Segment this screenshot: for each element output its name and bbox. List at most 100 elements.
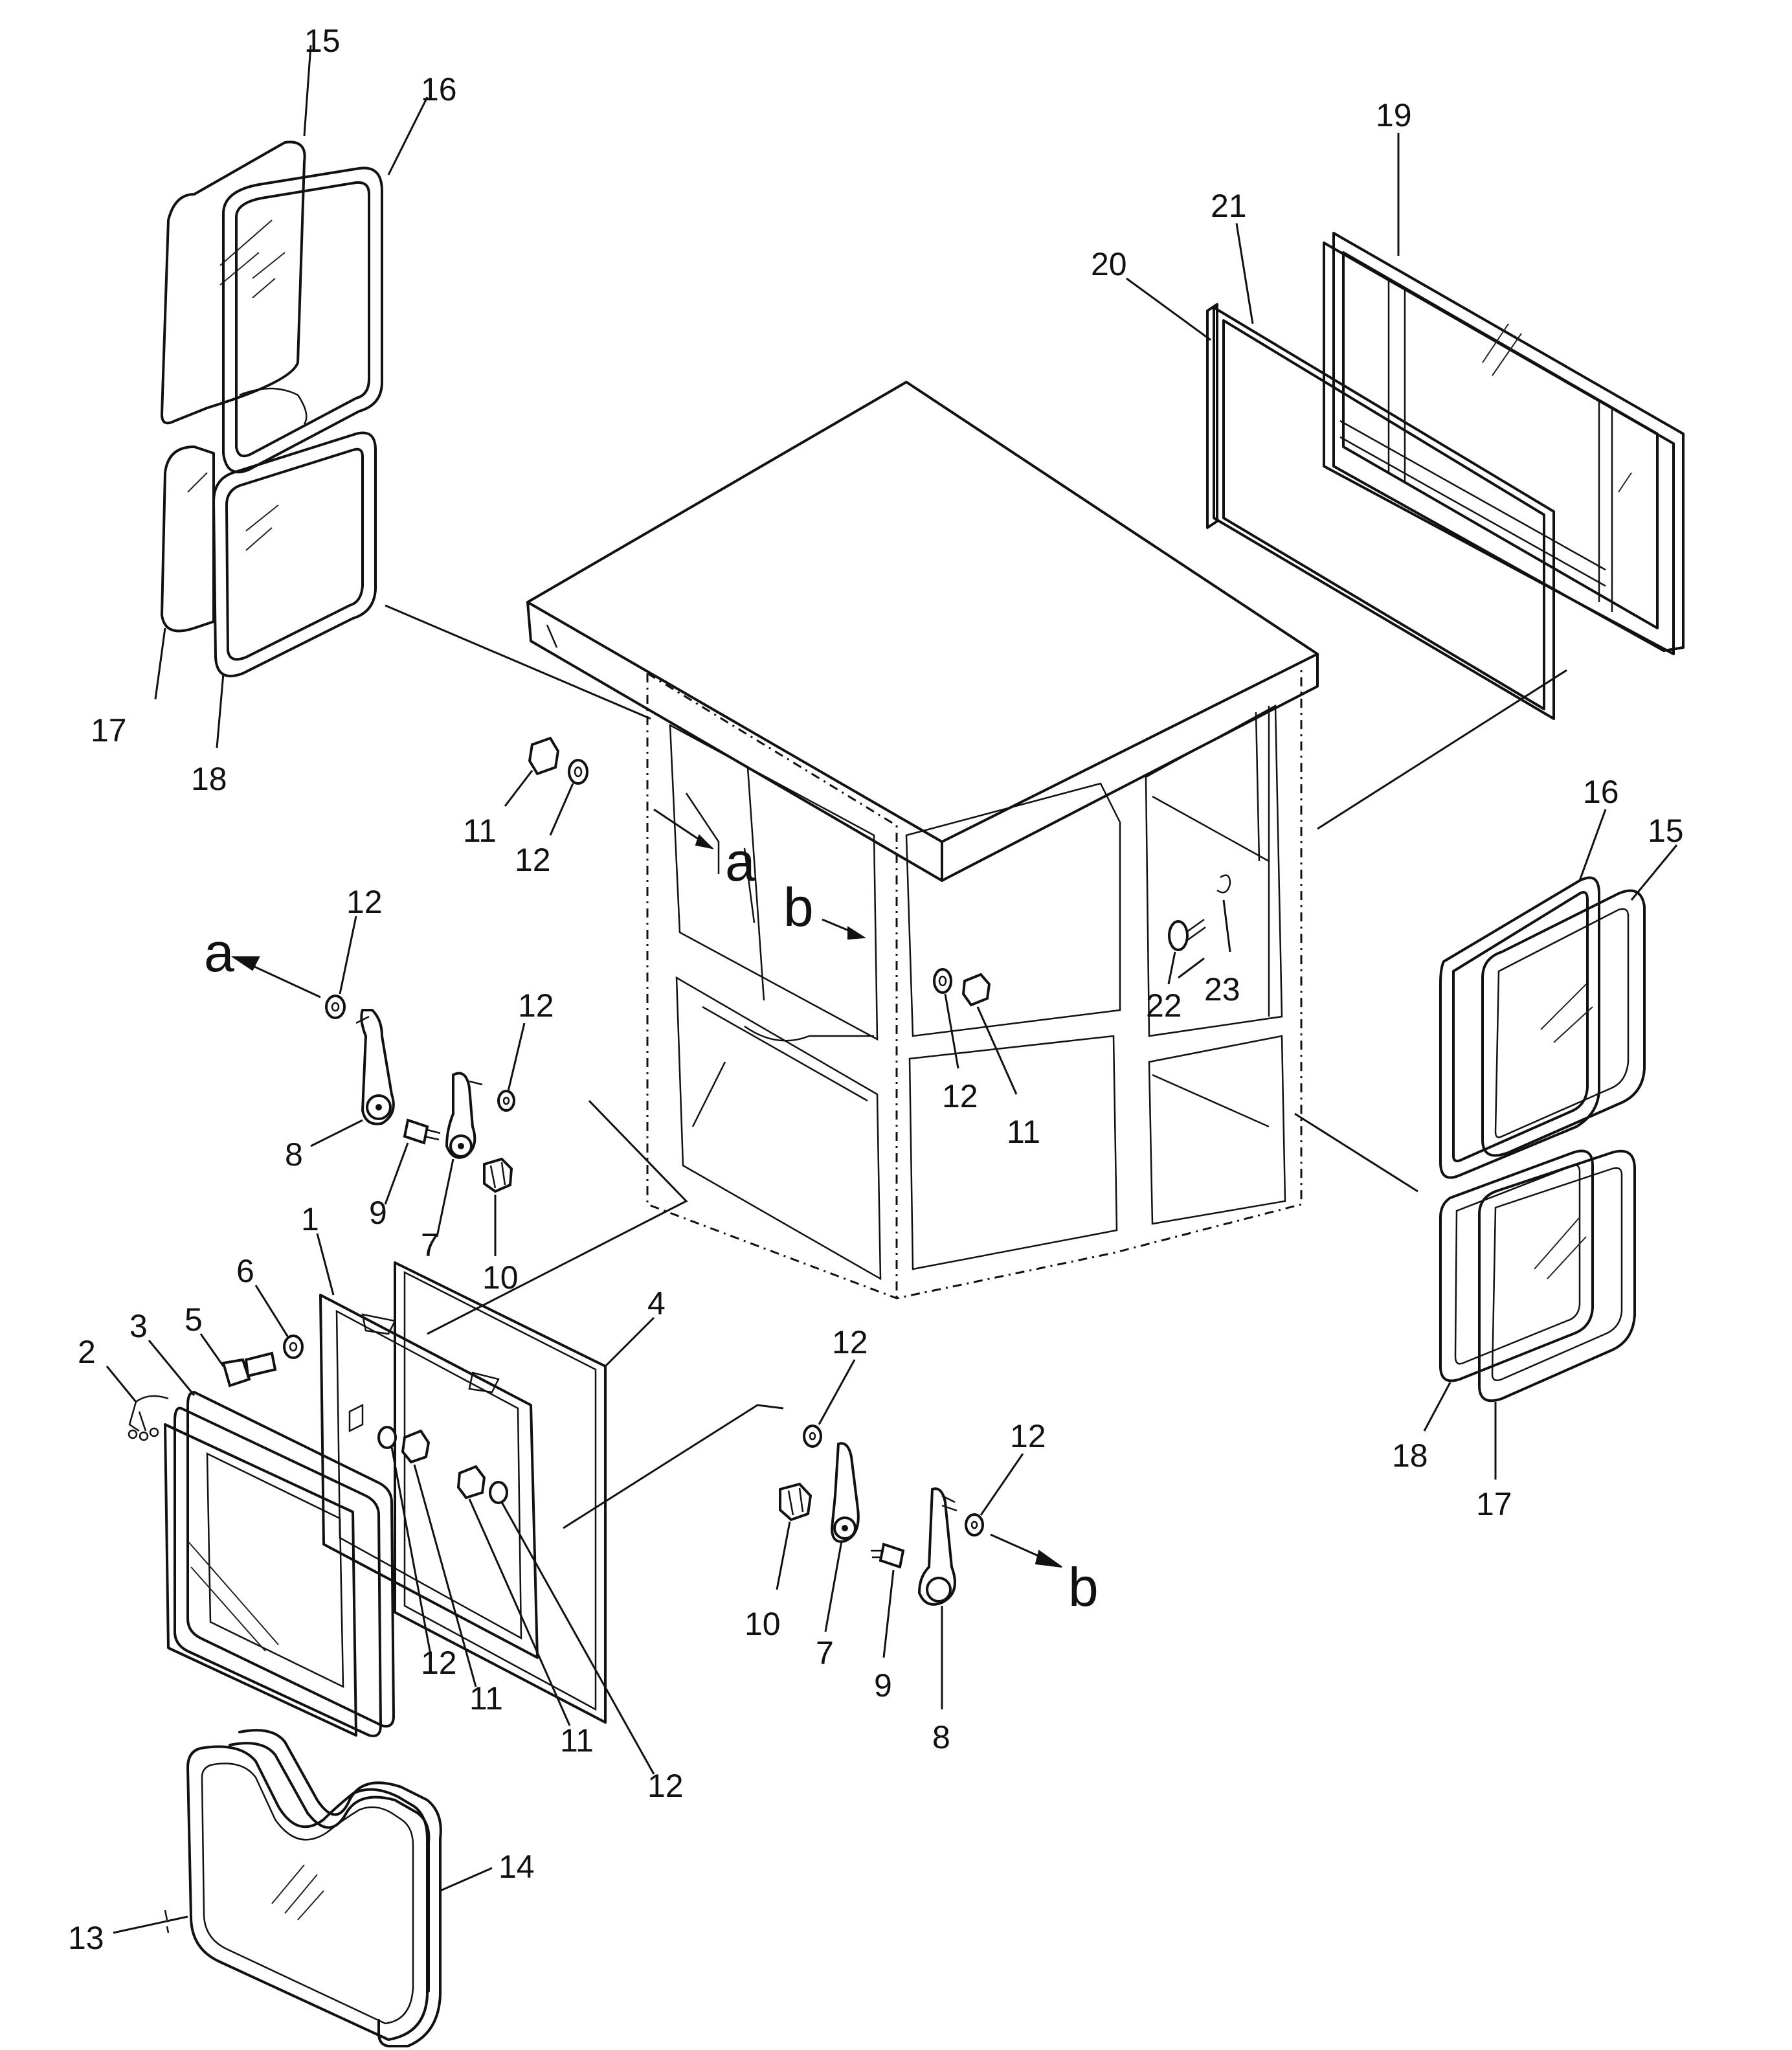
nut-11-upper	[528, 736, 560, 776]
label-12-lever-a: 12	[346, 884, 383, 920]
washer-6	[283, 1335, 304, 1359]
rear-frame-21	[1213, 306, 1555, 720]
door-window-3	[164, 1391, 395, 1737]
label-9-left: 9	[369, 1195, 387, 1231]
label-12-lever-h: 12	[1010, 1418, 1046, 1454]
label-11-body-upper: 11	[463, 813, 497, 849]
svg-text:a: a	[204, 922, 234, 983]
label-1: 1	[301, 1201, 319, 1237]
view-marker-a-body: a	[653, 808, 756, 892]
leaders-body-parts	[504, 770, 1231, 1095]
bolt-22	[1168, 918, 1206, 951]
label-12-door-b: 12	[647, 1768, 684, 1804]
label-8-right: 8	[932, 1719, 950, 1755]
right-upper-glass-15	[1481, 889, 1646, 1157]
washer-12-a	[325, 995, 346, 1019]
bolt-9-right	[871, 1542, 905, 1569]
label-15-upper-left: 15	[304, 23, 341, 59]
nut-11-body	[961, 973, 991, 1007]
leaders-right-glass	[1423, 809, 1678, 1480]
label-3: 3	[129, 1308, 148, 1344]
knob-10-left	[483, 1157, 513, 1193]
label-16-right: 16	[1583, 774, 1619, 810]
leaders-door	[106, 1233, 655, 1775]
label-4: 4	[647, 1285, 666, 1322]
label-5: 5	[185, 1301, 203, 1338]
label-14: 14	[498, 1849, 535, 1885]
front-glass-13	[186, 1745, 429, 2041]
label-15-right: 15	[1648, 813, 1684, 849]
lower-left-seal-18	[212, 431, 377, 677]
lever-8-right	[917, 1487, 958, 1606]
cab-connection-lines	[385, 604, 1567, 1529]
label-7-right: 7	[816, 1635, 834, 1671]
label-17-right: 17	[1476, 1486, 1512, 1522]
label-12-lever-c: 12	[518, 987, 554, 1024]
svg-text:b: b	[783, 877, 814, 938]
right-lower-seal-18	[1439, 1149, 1594, 1382]
label-9-right: 9	[874, 1667, 892, 1704]
label-23: 23	[1204, 971, 1240, 1008]
rear-seal-20	[1206, 303, 1218, 529]
lower-left-glass-17	[161, 445, 215, 633]
label-18-right: 18	[1392, 1437, 1428, 1474]
washer-12-f	[489, 1481, 508, 1504]
label-19: 19	[1376, 97, 1412, 133]
leaders-right-lever	[776, 1359, 1024, 1709]
lever-7-left	[445, 1072, 483, 1159]
washer-12-g	[803, 1425, 822, 1448]
label-6: 6	[236, 1253, 254, 1289]
cab-body	[526, 381, 1319, 1300]
label-22: 22	[1146, 987, 1182, 1024]
label-2: 2	[78, 1334, 96, 1370]
label-12-lever-g: 12	[832, 1324, 868, 1360]
front-seal-14	[229, 1729, 442, 2047]
part-labels: 15 16 17 18 19 21 20 11 12 12 11 22 23 1…	[68, 23, 1684, 1956]
view-arrow-b: b	[990, 1533, 1099, 1617]
label-13: 13	[68, 1920, 104, 1956]
label-18-upper-left: 18	[191, 761, 227, 797]
washer-12-body	[933, 968, 952, 994]
label-17-upper-left: 17	[91, 712, 127, 749]
lever-8-left	[355, 1009, 395, 1125]
svg-text:a: a	[725, 831, 756, 892]
svg-text:b: b	[1068, 1557, 1099, 1617]
washer-12-h	[965, 1513, 984, 1537]
label-16-upper-left: 16	[421, 71, 457, 107]
label-12-door-a: 12	[421, 1645, 457, 1681]
label-11-body: 11	[1007, 1114, 1040, 1150]
label-7-left: 7	[421, 1227, 439, 1263]
upper-left-glass-15	[161, 141, 306, 425]
washer-12-upper	[568, 759, 588, 785]
knob-10-right	[779, 1482, 812, 1522]
leaders-left-glass	[154, 45, 429, 749]
nut-11-d	[456, 1465, 486, 1500]
label-20: 20	[1091, 246, 1127, 282]
lever-7-right	[830, 1442, 860, 1543]
washer-12-c	[497, 1090, 515, 1112]
label-11-door-b: 11	[560, 1722, 594, 1759]
washer-12-e	[377, 1426, 397, 1449]
bolt-9-left	[403, 1118, 441, 1145]
leaders-left-lever	[310, 916, 526, 1256]
label-11-door-a: 11	[469, 1680, 503, 1717]
label-8-left: 8	[285, 1136, 303, 1173]
right-upper-seal-16	[1439, 876, 1600, 1179]
view-arrow-a: a	[204, 922, 321, 998]
wire-harness-2	[128, 1395, 169, 1441]
label-12-body: 12	[942, 1078, 978, 1114]
nut-11-c	[401, 1429, 431, 1464]
label-12-body-upper: 12	[515, 842, 551, 878]
door-panel-4	[394, 1261, 607, 1724]
upper-left-seal-16	[222, 166, 383, 473]
rear-window-19	[1323, 232, 1685, 655]
leaders-front	[113, 1867, 493, 1934]
view-marker-b-body: b	[783, 877, 867, 940]
right-lower-glass-17	[1478, 1149, 1636, 1402]
leaders-rear	[1126, 133, 1400, 341]
label-21: 21	[1211, 188, 1247, 224]
label-10-right: 10	[745, 1606, 781, 1642]
bolt-5	[221, 1351, 277, 1388]
clip-23	[1216, 874, 1231, 894]
